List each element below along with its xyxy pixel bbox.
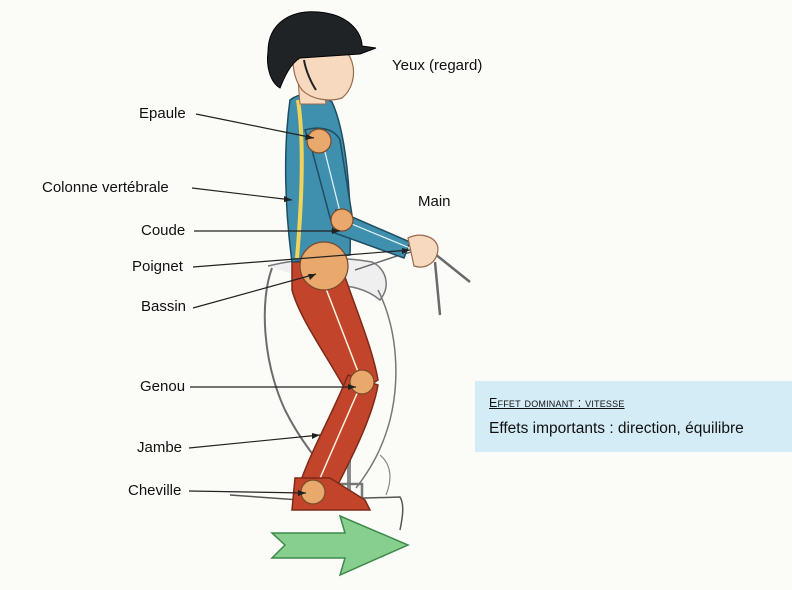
info-box: Effet dominant : vitesse Effets importan… <box>475 381 792 452</box>
reins <box>430 250 470 315</box>
label-shoulder: Epaule <box>139 105 186 123</box>
info-box-text: Effets importants : direction, équilibre <box>489 420 744 438</box>
label-wrist: Poignet <box>132 258 183 276</box>
leader-spine <box>192 188 292 200</box>
label-knee: Genou <box>140 378 185 396</box>
elbow-joint <box>331 209 353 231</box>
label-hand: Main <box>418 193 451 211</box>
label-eyes: Yeux (regard) <box>392 57 482 75</box>
leader-leg <box>189 435 320 448</box>
shoulder-joint <box>307 129 331 153</box>
label-ankle: Cheville <box>128 482 181 500</box>
ankle-joint <box>301 480 325 504</box>
label-pelvis: Bassin <box>141 298 186 316</box>
label-elbow: Coude <box>141 222 185 240</box>
label-spine: Colonne vertébrale <box>42 179 169 197</box>
horse-leg-line <box>380 455 390 495</box>
label-leg: Jambe <box>137 439 182 457</box>
direction-arrow <box>272 516 408 575</box>
info-box-title: Effet dominant : vitesse <box>489 396 625 410</box>
pelvis-joint <box>300 242 348 290</box>
hand <box>408 235 438 267</box>
leader-ankle <box>189 491 306 493</box>
knee-joint <box>350 370 374 394</box>
